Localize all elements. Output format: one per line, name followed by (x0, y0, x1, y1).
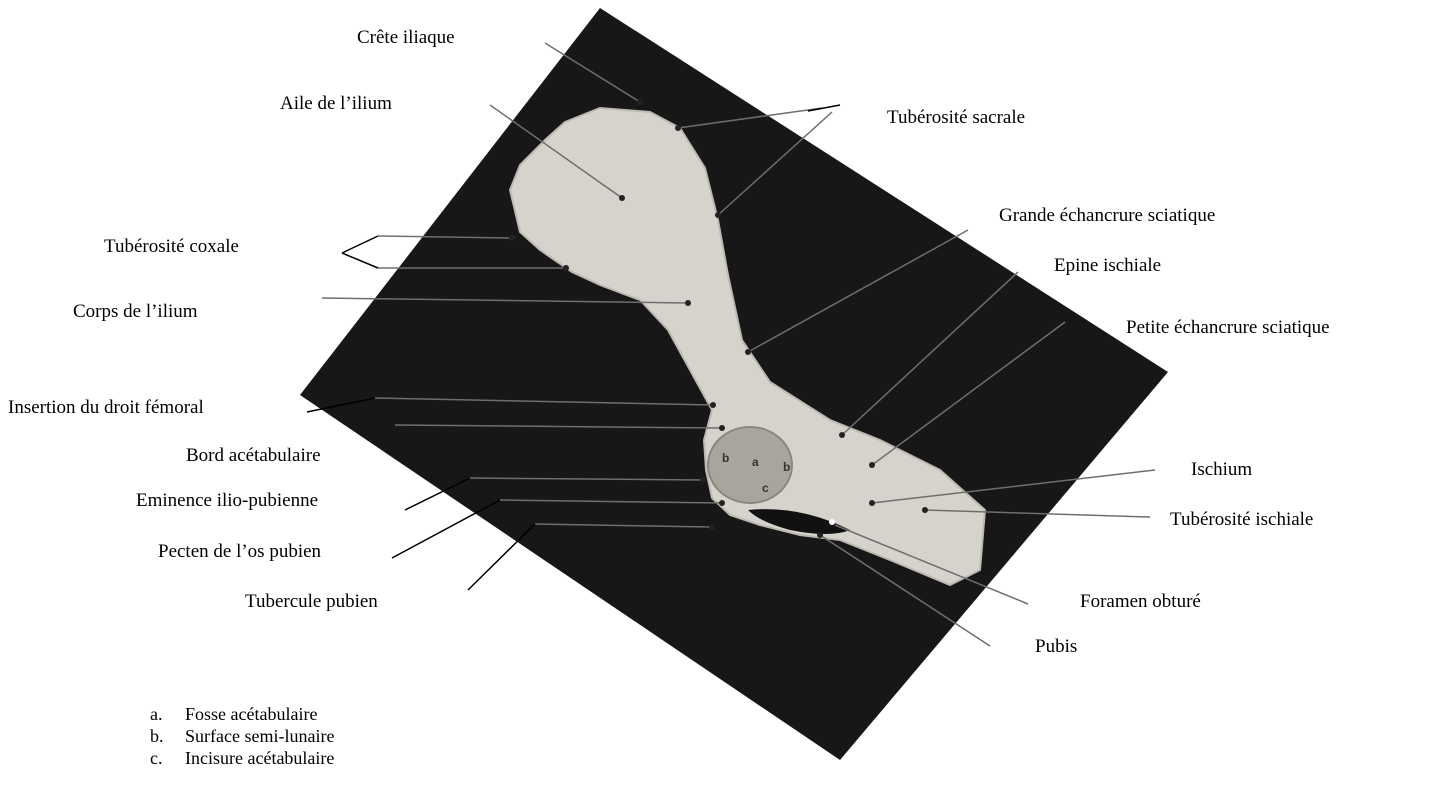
label-tubercule-pubien: Tubercule pubien (245, 592, 378, 611)
dot-coxale-2 (563, 265, 569, 271)
legend-item: c. Incisure acétabulaire (150, 747, 334, 769)
dot-aile (619, 195, 625, 201)
dot-sacrale-1 (675, 125, 681, 131)
dot-epine (839, 432, 845, 438)
legend-item: a. Fosse acétabulaire (150, 703, 334, 725)
legend-key: c. (150, 748, 185, 769)
dot-tuberosite-ischiale (922, 507, 928, 513)
label-tuberosite-coxale: Tubérosité coxale (104, 237, 239, 256)
dot-eminence (700, 477, 706, 483)
acetabulum-letter-b-right: b (783, 460, 790, 474)
label-pecten-os-pubien: Pecten de l’os pubien (158, 542, 321, 561)
dot-sacrale-2 (715, 212, 721, 218)
acetabulum-letter-c: c (762, 481, 769, 495)
acetabulum-letter-a: a (752, 455, 759, 469)
pointer-tuberosite-coxale-b (342, 253, 378, 268)
label-aile-ilium: Aile de l’ilium (280, 94, 392, 113)
acetabulum (708, 427, 792, 503)
pointer-tuberosite-coxale-a (342, 236, 378, 253)
label-insertion-droit-femoral: Insertion du droit fémoral (8, 398, 204, 417)
dot-pubis (817, 532, 823, 538)
dot-bord (719, 425, 725, 431)
label-pubis: Pubis (1035, 637, 1077, 656)
legend-key: a. (150, 704, 185, 725)
dot-coxale-1 (509, 235, 515, 241)
label-grande-echancrure-sciatique: Grande échancrure sciatique (999, 206, 1215, 225)
pointer-tuberosite-sacrale-a (808, 105, 840, 111)
label-crete-iliaque: Crête iliaque (357, 28, 455, 47)
dot-pecten (719, 500, 725, 506)
dot-insertion (710, 402, 716, 408)
label-tuberosite-ischiale: Tubérosité ischiale (1170, 510, 1313, 529)
dot-grande (745, 349, 751, 355)
label-ischium: Ischium (1191, 460, 1252, 479)
label-bord-acetabulaire: Bord acétabulaire (186, 446, 321, 465)
label-epine-ischiale: Epine ischiale (1054, 256, 1161, 275)
dot-ischium (869, 500, 875, 506)
label-corps-ilium: Corps de l’ilium (73, 302, 198, 321)
label-foramen-obture: Foramen obturé (1080, 592, 1201, 611)
legend-text: Surface semi-lunaire (185, 726, 334, 747)
pointer-tubercule (468, 524, 535, 590)
legend: a. Fosse acétabulaire b. Surface semi-lu… (150, 703, 334, 769)
dot-petite (869, 462, 875, 468)
label-eminence-ilio-pubienne: Eminence ilio-pubienne (136, 491, 318, 510)
label-petite-echancrure-sciatique: Petite échancrure sciatique (1126, 318, 1330, 337)
dot-crete (637, 99, 643, 105)
pin-marker (829, 519, 835, 525)
legend-item: b. Surface semi-lunaire (150, 725, 334, 747)
label-tuberosite-sacrale: Tubérosité sacrale (887, 108, 1025, 127)
legend-text: Fosse acétabulaire (185, 704, 317, 725)
dot-tubercule (709, 524, 715, 530)
acetabulum-letter-b-left: b (722, 451, 729, 465)
legend-key: b. (150, 726, 185, 747)
dot-corps (685, 300, 691, 306)
legend-text: Incisure acétabulaire (185, 748, 334, 769)
